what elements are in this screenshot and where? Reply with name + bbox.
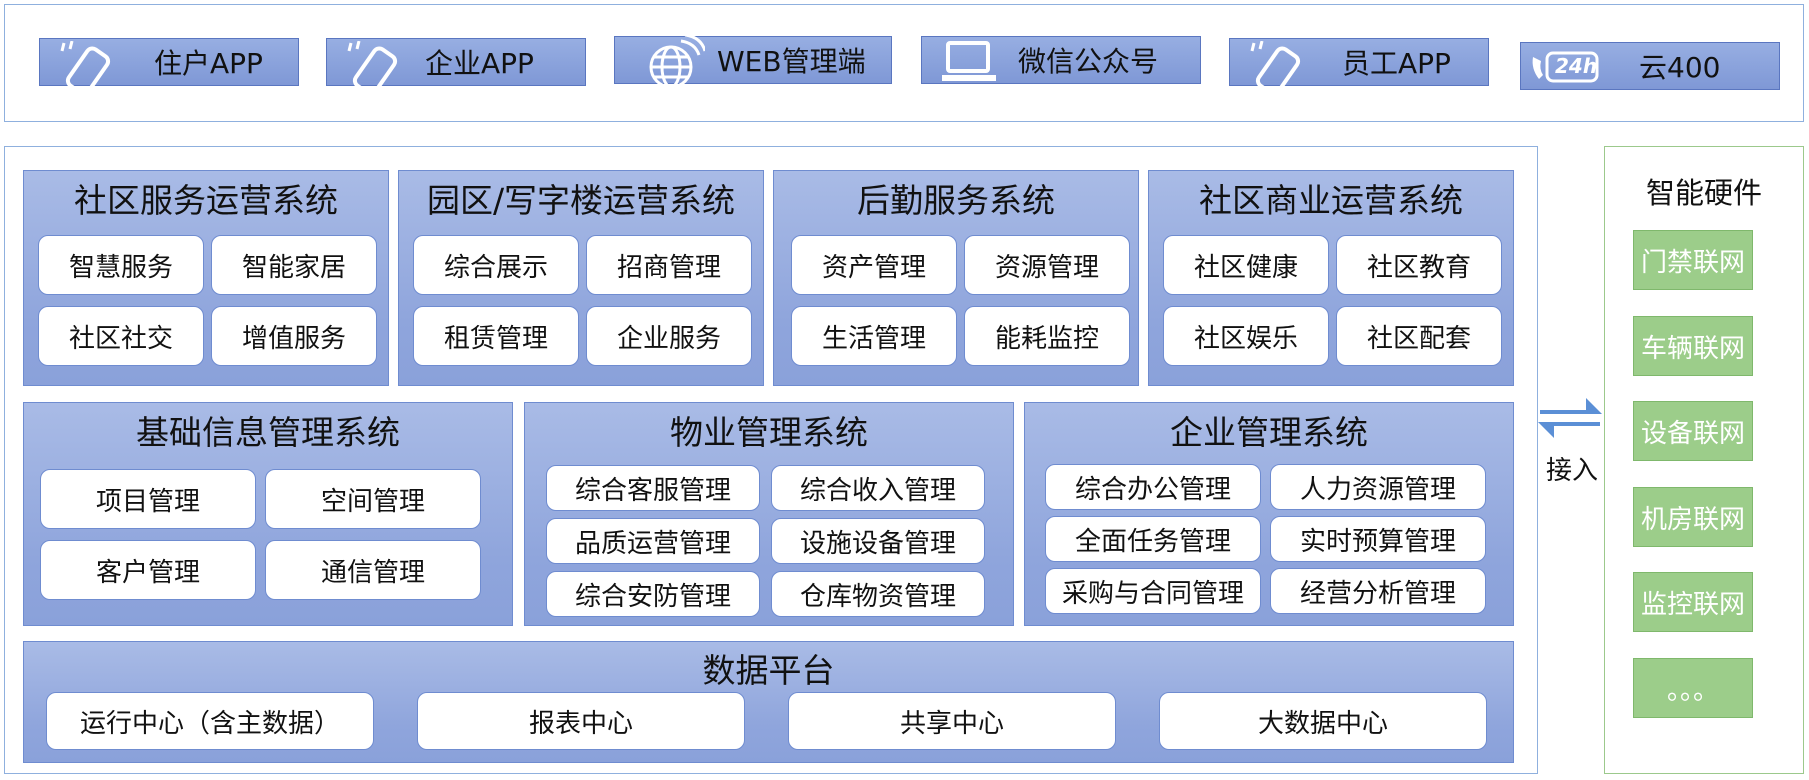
channel-cloud-400: 24h 云400 xyxy=(1520,42,1780,90)
phone-icon xyxy=(337,40,417,104)
module-item: 资源管理 xyxy=(964,235,1130,295)
module-item: 综合客服管理 xyxy=(546,465,760,511)
hardware-item: 机房联网 xyxy=(1633,487,1753,547)
channel-web-admin: WEB管理端 xyxy=(614,33,892,89)
system-park-office-operations: 园区/写字楼运营系统 综合展示 招商管理 租赁管理 企业服务 xyxy=(398,170,764,386)
module-item: 共享中心 xyxy=(788,692,1116,750)
phone-icon xyxy=(50,40,130,104)
module-item: 通信管理 xyxy=(265,540,481,600)
hardware-item: 车辆联网 xyxy=(1633,316,1753,376)
phone-icon xyxy=(1240,40,1320,104)
module-item: 资产管理 xyxy=(791,235,957,295)
module-item: 社区社交 xyxy=(38,306,204,366)
module-item: 仓库物资管理 xyxy=(771,571,985,617)
system-title: 物业管理系统 xyxy=(670,413,868,452)
system-community-commerce: 社区商业运营系统 社区健康 社区教育 社区娱乐 社区配套 xyxy=(1148,170,1514,386)
module-item: 增值服务 xyxy=(211,306,377,366)
module-item: 人力资源管理 xyxy=(1270,464,1486,510)
module-item: 全面任务管理 xyxy=(1045,516,1261,562)
hardware-item: 监控联网 xyxy=(1633,572,1753,632)
system-enterprise-management: 企业管理系统 综合办公管理 人力资源管理 全面任务管理 实时预算管理 采购与合同… xyxy=(1024,402,1514,626)
module-item: 能耗监控 xyxy=(964,306,1130,366)
access-channels-frame xyxy=(4,4,1804,122)
module-item: 实时预算管理 xyxy=(1270,516,1486,562)
system-basic-info-management: 基础信息管理系统 项目管理 空间管理 客户管理 通信管理 xyxy=(23,402,513,626)
channel-label: 住户APP xyxy=(154,47,263,80)
hardware-item: 设备联网 xyxy=(1633,401,1753,461)
access-label: 接入 xyxy=(1545,456,1598,486)
channel-resident-app: 住户APP xyxy=(39,38,299,96)
module-item: 生活管理 xyxy=(791,306,957,366)
data-platform: 数据平台 运行中心（含主数据） 报表中心 共享中心 大数据中心 xyxy=(23,641,1514,763)
bidirectional-arrows-icon xyxy=(1536,394,1604,444)
module-item: 社区教育 xyxy=(1336,235,1502,295)
module-item: 空间管理 xyxy=(265,469,481,529)
module-item: 大数据中心 xyxy=(1159,692,1487,750)
module-item: 企业服务 xyxy=(586,306,752,366)
module-item: 社区配套 xyxy=(1336,306,1502,366)
module-item: 综合收入管理 xyxy=(771,465,985,511)
module-item: 经营分析管理 xyxy=(1270,568,1486,614)
module-item: 租赁管理 xyxy=(413,306,579,366)
module-item: 综合安防管理 xyxy=(546,571,760,617)
system-title: 后勤服务系统 xyxy=(857,181,1055,220)
module-item: 设施设备管理 xyxy=(771,518,985,564)
system-property-management: 物业管理系统 综合客服管理 综合收入管理 品质运营管理 设施设备管理 综合安防管… xyxy=(524,402,1014,626)
module-item: 品质运营管理 xyxy=(546,518,760,564)
module-item: 智慧服务 xyxy=(38,235,204,295)
channel-label: WEB管理端 xyxy=(717,45,866,78)
channel-enterprise-app: 企业APP xyxy=(326,38,586,96)
module-item: 综合展示 xyxy=(413,235,579,295)
system-title: 社区服务运营系统 xyxy=(74,181,338,220)
laptop-icon xyxy=(940,39,1000,90)
hardware-title: 智能硬件 xyxy=(1645,176,1762,210)
system-title: 基础信息管理系统 xyxy=(136,413,400,452)
system-title: 园区/写字楼运营系统 xyxy=(426,181,736,220)
module-item: 项目管理 xyxy=(40,469,256,529)
channel-wechat-account: 微信公众号 xyxy=(921,36,1201,84)
channel-label: 员工APP xyxy=(1342,47,1451,80)
system-title: 社区商业运营系统 xyxy=(1199,181,1463,220)
hardware-item: 门禁联网 xyxy=(1633,230,1753,290)
module-item: 招商管理 xyxy=(586,235,752,295)
hardware-item: 。。。 xyxy=(1633,658,1753,718)
module-item: 智能家居 xyxy=(211,235,377,295)
data-platform-title: 数据平台 xyxy=(702,651,835,690)
module-item: 采购与合同管理 xyxy=(1045,568,1261,614)
channel-label: 云400 xyxy=(1639,51,1721,84)
globe-icon xyxy=(643,33,707,96)
module-item: 运行中心（含主数据） xyxy=(46,692,374,750)
module-item: 社区娱乐 xyxy=(1163,306,1329,366)
hotline-badge: 24h xyxy=(1555,54,1598,78)
module-item: 客户管理 xyxy=(40,540,256,600)
system-community-service: 社区服务运营系统 智慧服务 智能家居 社区社交 增值服务 xyxy=(23,170,389,386)
system-logistics-service: 后勤服务系统 资产管理 资源管理 生活管理 能耗监控 xyxy=(773,170,1139,386)
module-item: 报表中心 xyxy=(417,692,745,750)
channel-label: 企业APP xyxy=(425,47,534,80)
module-item: 综合办公管理 xyxy=(1045,464,1261,510)
system-title: 企业管理系统 xyxy=(1170,413,1368,452)
hotline-24h-icon: 24h xyxy=(1529,49,1601,92)
channel-staff-app: 员工APP xyxy=(1229,38,1489,96)
channel-label: 微信公众号 xyxy=(1018,45,1159,78)
module-item: 社区健康 xyxy=(1163,235,1329,295)
